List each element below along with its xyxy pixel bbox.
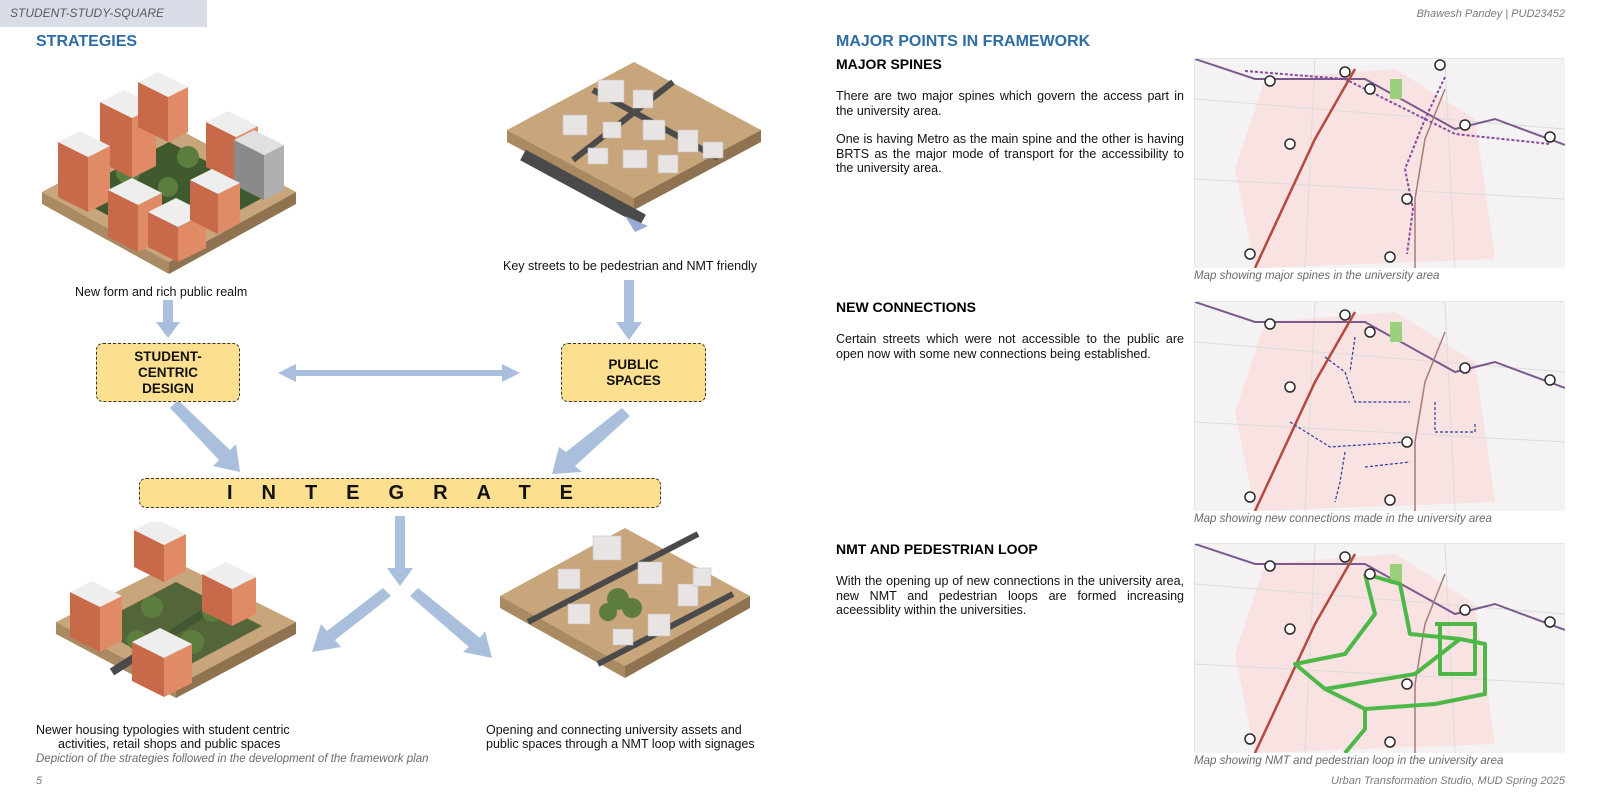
box-student-centric: STUDENT- CENTRIC DESIGN [96,343,240,402]
caption-nmt-line2: public spaces through a NMT loop with si… [486,737,755,751]
para-major-spines-2: One is having Metro as the main spine an… [836,132,1184,175]
caption-map-nmt: Map showing NMT and pedestrian loop in t… [1194,755,1504,767]
caption-new-form: New form and rich public realm [75,285,248,299]
strategies-title: STRATEGIES [36,33,138,50]
para-new-connections: Certain streets which were not accessibl… [836,332,1184,361]
flow-arrows [156,280,642,658]
map-nmt-loop [1194,543,1565,753]
framework-title: MAJOR POINTS IN FRAMEWORK [836,33,1091,50]
page-number: 5 [36,775,43,787]
box-public-spaces: PUBLIC SPACES [561,343,706,402]
heading-new-connections: NEW CONNECTIONS [836,299,976,315]
caption-housing-line1: Newer housing typologies with student ce… [36,723,290,737]
heading-major-spines: MAJOR SPINES [836,56,942,72]
heading-nmt-loop: NMT AND PEDESTRIAN LOOP [836,541,1038,557]
map-new-connections [1194,301,1565,511]
caption-key-streets: Key streets to be pedestrian and NMT fri… [503,259,758,273]
para-nmt-loop: With the opening up of new connections i… [836,574,1184,617]
caption-map-connections: Map showing new connections made in the … [1194,513,1492,525]
header-tag-text: STUDENT-STUDY-SQUARE [10,6,165,20]
header-tag: STUDENT-STUDY-SQUARE [0,0,207,27]
map-major-spines [1194,58,1565,268]
box-integrate: INTEGRATE [139,478,661,508]
caption-map-spines: Map showing major spines in the universi… [1194,270,1440,282]
author-label: Bhawesh Pandey | PUD23452 [1416,8,1565,20]
illustration-key-streets [507,62,761,232]
illustration-nmt-loop [500,528,750,678]
studio-label: Urban Transformation Studio, MUD Spring … [1331,775,1565,787]
caption-housing-line2: activities, retail shops and public spac… [58,737,281,751]
illustration-new-form [42,72,296,274]
para-major-spines-1: There are two major spines which govern … [836,89,1184,118]
depiction-caption: Depiction of the strategies followed in … [36,753,429,765]
caption-nmt-line1: Opening and connecting university assets… [486,723,742,737]
illustration-housing [56,522,296,698]
